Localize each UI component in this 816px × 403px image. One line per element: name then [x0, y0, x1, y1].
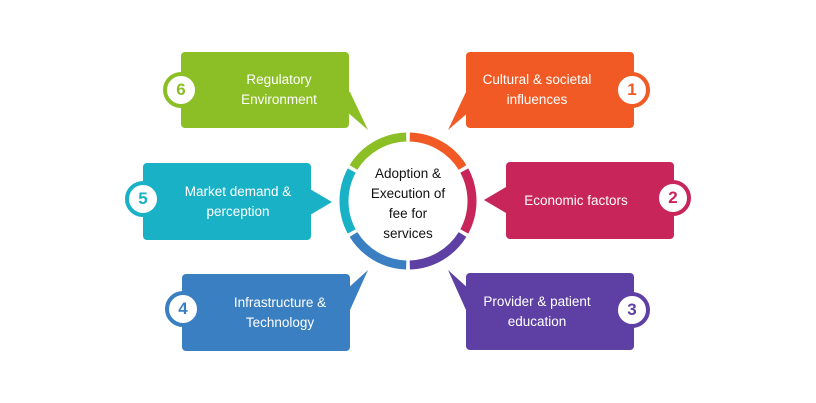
center-ring	[339, 132, 477, 270]
ring-segment-1	[409, 132, 467, 170]
box-label: Regulatory Environment	[241, 72, 317, 107]
box-label: Economic factors	[524, 192, 628, 208]
box-regulatory-environment: Regulatory Environment	[181, 52, 349, 128]
badge-number: 3	[627, 300, 637, 319]
ring-segment-2	[460, 168, 477, 234]
badge-number-3: 3	[614, 292, 650, 328]
box-label: Cultural & societal influences	[482, 72, 592, 107]
ring-segment-3	[409, 232, 467, 270]
box-cultural-societal-influences: Cultural & societal influences	[466, 52, 634, 128]
pointer-tail-2	[484, 187, 506, 213]
center-title: Adoption & Execution of fee for services	[370, 166, 446, 241]
box-infrastructure-technology: Infrastructure & Technology	[182, 274, 350, 351]
box-economic-factors: Economic factors	[506, 162, 674, 239]
pointer-tail-5	[310, 189, 332, 215]
ring-segment-5	[339, 168, 356, 234]
badge-number: 5	[138, 189, 148, 208]
box-label: Infrastructure & Technology	[233, 294, 327, 330]
box-label: Provider & patient education	[483, 293, 591, 329]
badge-number: 2	[668, 188, 678, 207]
ring-segment-4	[349, 232, 407, 270]
badge-number-1: 1	[614, 72, 650, 108]
box-market-demand-perception: Market demand & perception	[143, 163, 311, 240]
badge-number-5: 5	[125, 181, 161, 217]
badge-number-6: 6	[163, 72, 199, 108]
badge-number: 1	[627, 80, 637, 99]
badge-number-4: 4	[165, 291, 201, 327]
ring-segment-6	[349, 132, 407, 170]
badge-number-2: 2	[655, 180, 691, 216]
badge-number: 6	[176, 80, 186, 99]
box-provider-patient-education: Provider & patient education	[466, 273, 634, 350]
badge-number: 4	[178, 299, 188, 318]
box-label: Market demand & perception	[184, 183, 292, 219]
